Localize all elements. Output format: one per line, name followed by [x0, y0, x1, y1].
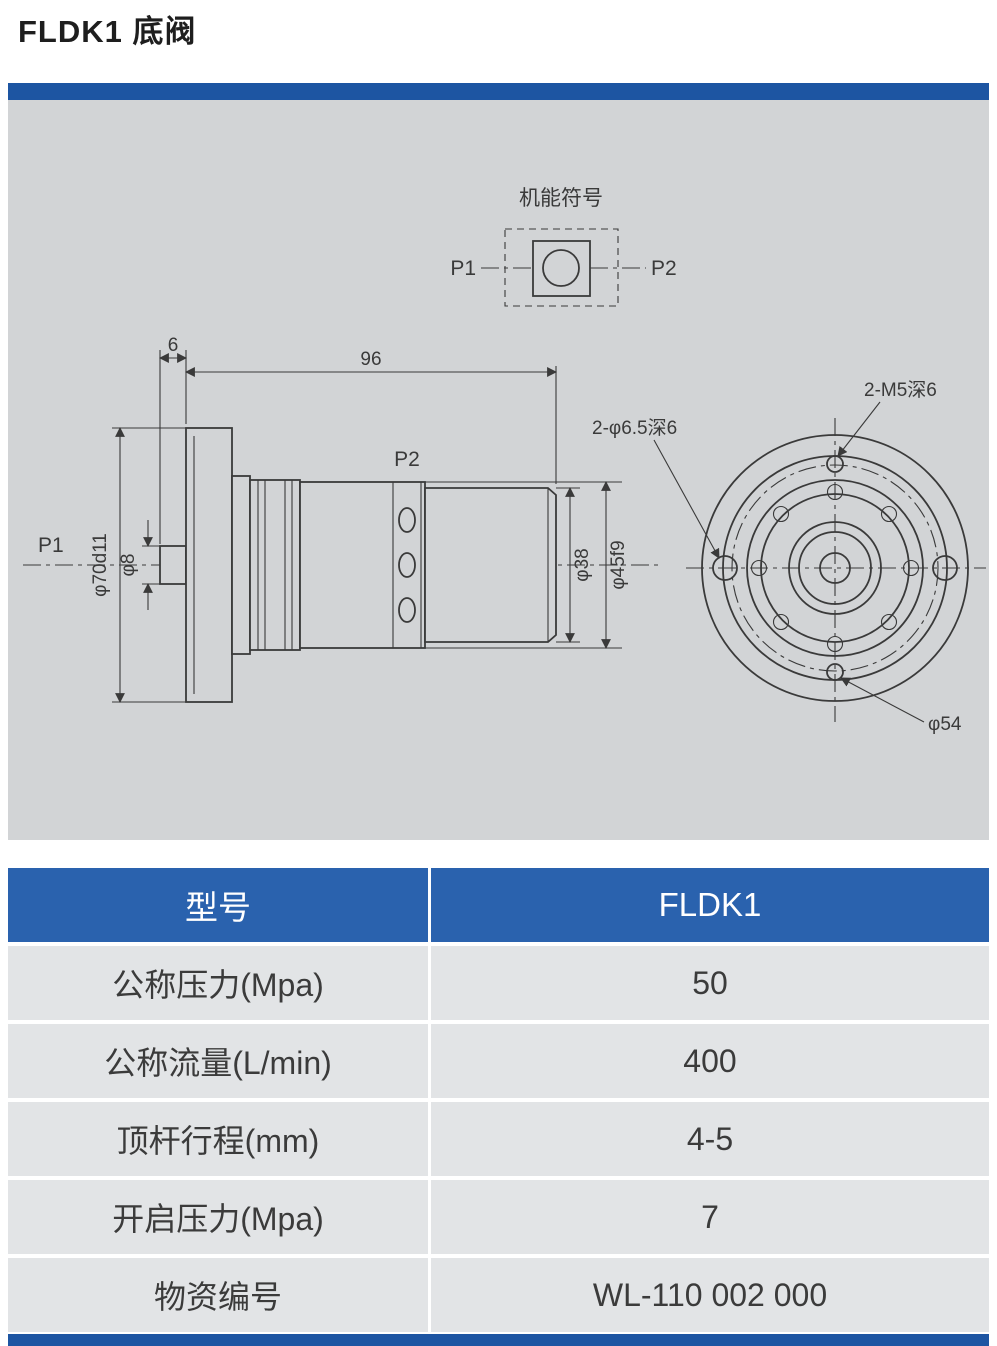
table-row-opening-pressure: 开启压力(Mpa) 7 [8, 1180, 989, 1254]
dim-label-70: φ70d11 [90, 533, 111, 597]
ring-holes [750, 483, 920, 653]
technical-drawing: 机能符号 P1 P2 P1 [23, 187, 986, 735]
m5-hole [826, 663, 844, 681]
row-value: 50 [431, 946, 989, 1020]
mount-hole [932, 555, 958, 581]
table-header-row: 型号 FLDK1 [8, 868, 989, 942]
ring-hole [902, 559, 920, 577]
row-label: 顶杆行程(mm) [8, 1102, 428, 1176]
label-through-holes: 2-φ6.5深6 [592, 417, 677, 439]
seat-circle [788, 521, 882, 615]
table-header-value: FLDK1 [431, 868, 989, 942]
body-hole [398, 597, 416, 623]
side-view: P1 P2 [23, 335, 663, 703]
function-symbol: 机能符号 P1 P2 [450, 187, 677, 307]
symbol-poppet-circle [542, 249, 580, 287]
ring-hole [826, 635, 844, 653]
dim-label-6: 6 [168, 335, 179, 356]
poppet-circle [798, 531, 872, 605]
row-value: 4-5 [431, 1102, 989, 1176]
collar [231, 475, 251, 655]
side-dimensions: 6 96 φ70d11 φ8 φ3 [90, 335, 629, 703]
function-symbol-title: 机能符号 [519, 187, 603, 210]
ring-hole [750, 559, 768, 577]
body-hole [398, 507, 416, 533]
accent-bar [8, 83, 989, 100]
table-row-stroke: 顶杆行程(mm) 4-5 [8, 1102, 989, 1176]
side-port-p1: P1 [38, 534, 64, 557]
technical-drawing-panel: 机能符号 P1 P2 P1 [8, 100, 989, 840]
front-view: 2-M5深6 2-φ6.5深6 φ54 [592, 379, 986, 735]
m5-hole [826, 455, 844, 473]
label-m5-holes: 2-M5深6 [864, 379, 937, 401]
row-label: 公称压力(Mpa) [8, 946, 428, 1020]
side-port-p2: P2 [394, 448, 420, 471]
row-value: 400 [431, 1024, 989, 1098]
ring-hole [772, 613, 790, 631]
mount-holes [712, 555, 958, 581]
label-bolt-circle: φ54 [928, 714, 962, 735]
dim-label-96: 96 [360, 349, 381, 370]
ring-hole [880, 613, 898, 631]
symbol-port-p2: P2 [651, 257, 677, 280]
flange-outline-circle [701, 434, 969, 702]
valve-body [299, 481, 426, 649]
body-hole [398, 552, 416, 578]
leader-m5 [837, 401, 881, 457]
dim-label-38: φ38 [572, 548, 593, 581]
page-title: FLDK1 底阀 [18, 14, 197, 49]
thread-circle [760, 493, 910, 643]
groove-lines [257, 480, 293, 650]
table-row-flow: 公称流量(L/min) 400 [8, 1024, 989, 1098]
body-circle [746, 479, 924, 657]
m5-holes [826, 455, 844, 681]
ring-hole [880, 505, 898, 523]
row-value: 7 [431, 1180, 989, 1254]
bolt-circle [731, 464, 939, 672]
table-row-pressure: 公称压力(Mpa) 50 [8, 946, 989, 1020]
row-value: WL-110 002 000 [431, 1258, 989, 1332]
push-rod [159, 545, 187, 585]
ext-lines-45 [425, 481, 622, 649]
ring-hole [772, 505, 790, 523]
dim-label-45: φ45f9 [608, 540, 629, 589]
bottom-accent-bar [8, 1334, 989, 1346]
front-crosshair [686, 418, 986, 722]
table-row-material-number: 物资编号 WL-110 002 000 [8, 1258, 989, 1332]
table-header-label: 型号 [8, 868, 428, 942]
spec-table: 型号 FLDK1 公称压力(Mpa) 50 公称流量(L/min) 400 顶杆… [8, 868, 989, 1336]
mount-hole [712, 555, 738, 581]
row-label: 开启压力(Mpa) [8, 1180, 428, 1254]
symbol-port-p1: P1 [450, 257, 476, 280]
mounting-flange [185, 427, 233, 703]
leader-phi54 [840, 677, 925, 723]
ext-lines-6 [159, 350, 187, 544]
body-holes [398, 507, 416, 623]
threaded-end [424, 487, 557, 643]
hole-band-edges [392, 482, 422, 648]
rod-circle [819, 552, 851, 584]
dim-label-8: φ8 [118, 554, 139, 577]
row-label: 公称流量(L/min) [8, 1024, 428, 1098]
ring-hole [826, 483, 844, 501]
row-label: 物资编号 [8, 1258, 428, 1332]
leader-phi65 [653, 439, 720, 559]
